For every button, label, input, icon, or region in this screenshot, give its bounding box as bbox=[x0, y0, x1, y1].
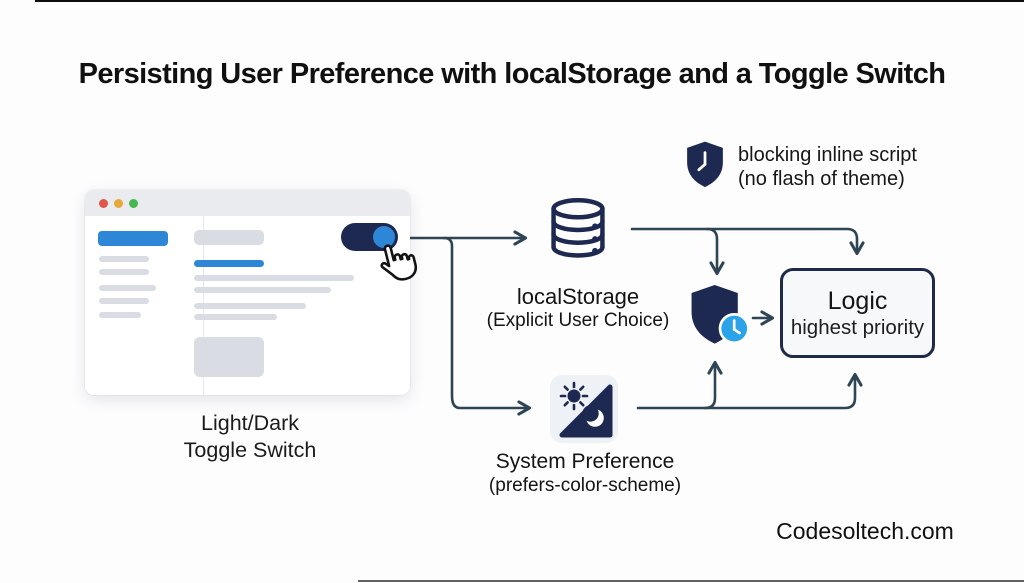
traffic-light-red-icon bbox=[99, 199, 108, 208]
mock-label-line2: Toggle Switch bbox=[183, 438, 317, 462]
arrow-localstorage-to-merge bbox=[705, 227, 725, 276]
database-icon bbox=[551, 198, 605, 258]
placeholder-block bbox=[194, 337, 264, 377]
localstorage-subtitle: (Explicit User Choice) bbox=[486, 310, 670, 331]
placeholder-bar bbox=[99, 312, 141, 318]
shield-clock-merge-icon bbox=[691, 285, 750, 345]
placeholder-bar bbox=[194, 275, 354, 281]
mock-label-line1: Light/Dark bbox=[201, 411, 299, 435]
browser-window-mockup bbox=[85, 190, 410, 395]
browser-mock-label: Light/Dark Toggle Switch bbox=[150, 410, 350, 464]
traffic-light-green-icon bbox=[129, 199, 138, 208]
logic-box: Logic highest priority bbox=[780, 268, 935, 358]
page-title: Persisting User Preference with localSto… bbox=[78, 58, 946, 90]
placeholder-bar bbox=[99, 256, 149, 262]
sidebar-active-button bbox=[98, 231, 168, 246]
browser-title-bar bbox=[85, 190, 410, 216]
placeholder-bar bbox=[194, 314, 277, 320]
placeholder-bar bbox=[99, 298, 149, 304]
toggle-knob bbox=[373, 226, 395, 248]
arrow-systempreference-to-logic bbox=[636, 372, 863, 410]
watermark: Codesoltech.com bbox=[776, 518, 954, 544]
arrow-systempreference-to-merge bbox=[703, 360, 723, 410]
top-edge-line bbox=[35, 0, 1024, 2]
placeholder-bar bbox=[99, 269, 149, 275]
localstorage-title: localStorage bbox=[516, 284, 640, 309]
shield-clock-icon bbox=[687, 141, 723, 187]
placeholder-bar bbox=[194, 287, 331, 293]
cursor-pointer-icon bbox=[380, 244, 418, 281]
placeholder-bar bbox=[194, 303, 306, 309]
placeholder-bar-accent bbox=[194, 260, 264, 267]
placeholder-bar bbox=[99, 285, 156, 291]
system-preference-title: System Preference bbox=[495, 450, 675, 473]
system-preference-subtitle: (prefers-color-scheme) bbox=[488, 475, 682, 496]
blocking-note-line2: (no flash of theme) bbox=[738, 168, 905, 190]
logic-title: Logic bbox=[827, 286, 888, 315]
bottom-edge-line bbox=[358, 580, 1024, 582]
placeholder-block bbox=[194, 230, 264, 245]
logic-subtitle: highest priority bbox=[790, 315, 925, 339]
arrow-localstorage-to-logic bbox=[630, 227, 865, 256]
sun-moon-icon bbox=[550, 375, 618, 443]
arrow-toggle-to-systempreference bbox=[442, 236, 532, 416]
traffic-light-yellow-icon bbox=[114, 199, 123, 208]
blocking-note-line1: blocking inline script bbox=[738, 144, 917, 166]
